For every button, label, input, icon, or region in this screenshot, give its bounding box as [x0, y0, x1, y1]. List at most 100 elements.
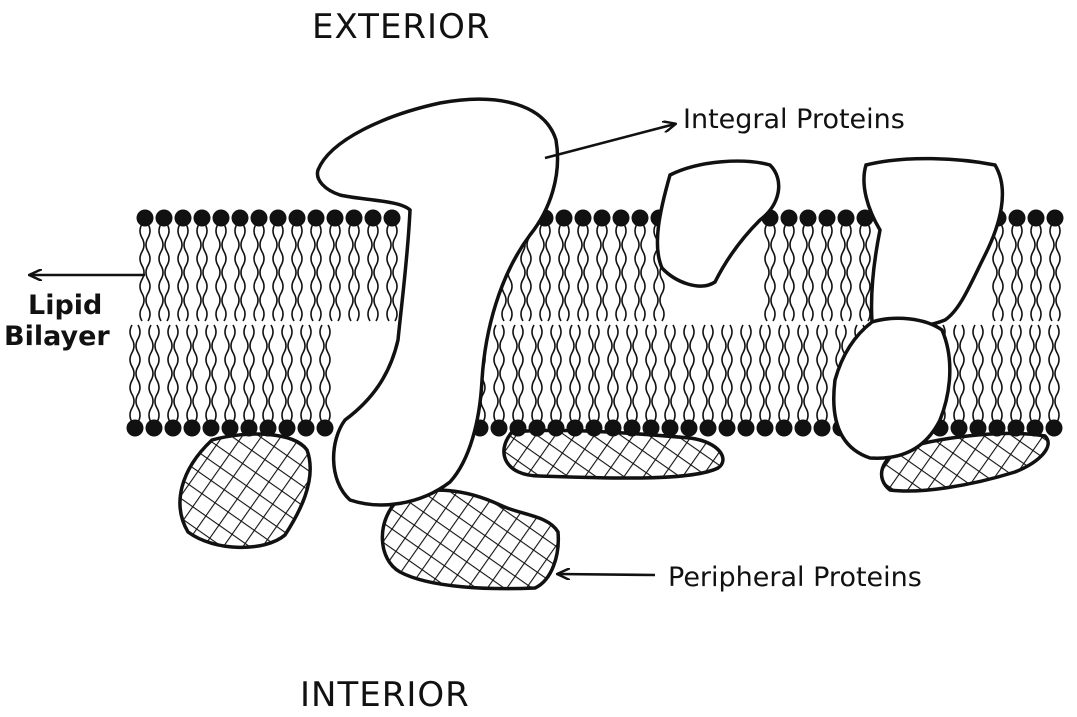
integral-protein-upper-right: [864, 159, 1002, 327]
lipid-tail: [250, 325, 254, 422]
lipid-tail: [1017, 325, 1021, 422]
lipid-tail: [998, 325, 1002, 422]
lipid-tail: [546, 224, 550, 321]
lipid-tail: [622, 224, 626, 321]
lipid-tail: [992, 325, 996, 422]
lipid-head: [1028, 210, 1045, 227]
lipid-head: [346, 210, 363, 227]
lipid-tail: [288, 325, 292, 422]
lipid-tail: [307, 325, 311, 422]
lipid-tail: [244, 325, 248, 422]
lipid-tail: [1030, 325, 1034, 422]
interior-label: INTERIOR: [300, 678, 470, 712]
lipid-tail: [1031, 224, 1035, 321]
lipid-tail: [866, 224, 870, 321]
lipid-tail: [684, 325, 688, 422]
integral-protein-lower-right: [834, 318, 950, 458]
peripheral-protein-center: [382, 490, 558, 589]
lipid-tail: [1049, 325, 1053, 422]
lipid-tail: [149, 325, 153, 422]
lipid-tail: [665, 325, 669, 422]
integral-arrow: [545, 124, 675, 158]
lipid-head: [838, 210, 855, 227]
lipid-tail: [269, 325, 273, 422]
lipid-tail: [206, 325, 210, 422]
lipid-tail: [1056, 224, 1060, 321]
lipid-tail: [766, 325, 770, 422]
lipid-tail: [178, 224, 182, 321]
lipid-head: [137, 210, 154, 227]
lipid-head: [700, 420, 717, 437]
lipid-tail: [282, 325, 286, 422]
lipid-tail: [532, 325, 536, 422]
lipid-head: [289, 210, 306, 227]
lipid-tail: [973, 325, 977, 422]
lipid-head: [213, 210, 230, 227]
lipid-tail: [728, 325, 732, 422]
lipid-tail: [225, 325, 229, 422]
lipid-head: [613, 210, 630, 227]
lipid-tail: [1036, 325, 1040, 422]
lipid-tail: [635, 224, 639, 321]
lipid-tail: [1011, 325, 1015, 422]
lipid-tail: [823, 325, 827, 422]
lipid-tail: [174, 325, 178, 422]
lipid-tail: [292, 224, 296, 321]
lipid-tail: [595, 325, 599, 422]
lipid-tail: [235, 224, 239, 321]
lipid-tail: [570, 325, 574, 422]
lipid-tail: [540, 224, 544, 321]
lipid-tail: [608, 325, 612, 422]
lipid-tail: [584, 224, 588, 321]
lipid-tail: [387, 224, 391, 321]
lipid-tail: [999, 224, 1003, 321]
lipid-head: [1009, 210, 1026, 227]
lipid-tail: [330, 224, 334, 321]
lipid-tail: [168, 325, 172, 422]
lipid-tail: [130, 325, 134, 422]
lipid-tail: [263, 325, 267, 422]
lipid-head: [757, 420, 774, 437]
lipid-head: [194, 210, 211, 227]
lipid-head: [175, 210, 192, 227]
lipid-head: [556, 210, 573, 227]
lipid-tail: [847, 224, 851, 321]
lipid-tail: [954, 325, 958, 422]
lipid-tail: [241, 224, 245, 321]
lipid-head: [800, 210, 817, 227]
lipid-head: [184, 420, 201, 437]
lipid-tail: [627, 325, 631, 422]
lipid-tail: [803, 224, 807, 321]
lipid-tail: [690, 325, 694, 422]
lipid-tail: [652, 325, 656, 422]
lipid-head: [317, 420, 334, 437]
lipid-tail: [538, 325, 542, 422]
lipid-tail: [136, 325, 140, 422]
lipid-tail: [254, 224, 258, 321]
lipid-tail: [197, 224, 201, 321]
lipid-tail: [741, 325, 745, 422]
lipid-tail: [646, 325, 650, 422]
lipid-tail: [760, 325, 764, 422]
lipid-tail: [320, 325, 324, 422]
lipid-tail: [184, 224, 188, 321]
lipid-head: [719, 420, 736, 437]
lipid-tail: [231, 325, 235, 422]
lipid-tail: [817, 325, 821, 422]
lipid-tail: [513, 325, 517, 422]
lipid-tail: [671, 325, 675, 422]
lipid-head: [662, 420, 679, 437]
lipid-label-line2: Bilayer: [4, 321, 110, 352]
lipid-tail: [298, 224, 302, 321]
lipid-tail: [765, 224, 769, 321]
lipid-tail: [979, 325, 983, 422]
lipid-tail: [273, 224, 277, 321]
lipid-head: [146, 420, 163, 437]
lipid-tail: [960, 325, 964, 422]
lipid-tail: [301, 325, 305, 422]
lipid-head: [814, 420, 831, 437]
lipid-head: [781, 210, 798, 227]
lipid-head: [203, 420, 220, 437]
lipid-tail: [494, 325, 498, 422]
